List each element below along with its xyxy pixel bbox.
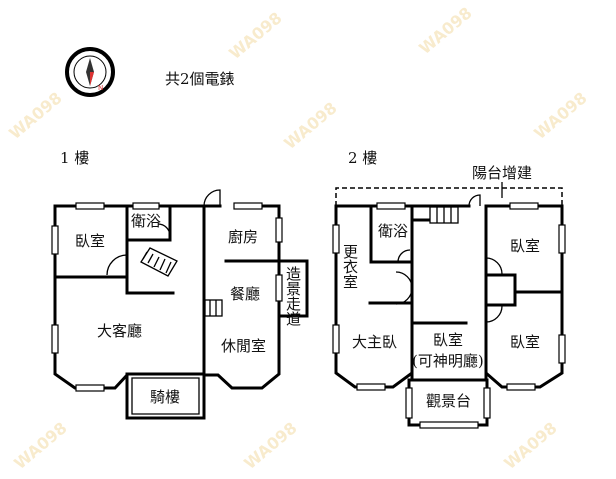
room-kitchen: 廚房: [228, 228, 258, 246]
room-master: 大主臥: [352, 333, 397, 351]
meter-count-title: 共2個電錶: [165, 70, 235, 88]
room-arcade: 騎樓: [150, 388, 180, 406]
floor1-label: 1 樓: [60, 149, 89, 167]
room-closet: 更衣室: [341, 244, 359, 289]
svg-text:WA098: WA098: [225, 8, 285, 63]
room-corridor: 造景走道: [284, 266, 302, 326]
compass-icon: N: [65, 47, 115, 97]
floor2-plan: [332, 182, 566, 429]
svg-text:WA098: WA098: [10, 418, 70, 473]
room-shrine-bedroom: 臥室: [433, 331, 463, 349]
room-bath-2f: 衛浴: [378, 222, 408, 240]
svg-text:WA098: WA098: [5, 88, 65, 143]
room-leisure: 休閒室: [221, 337, 266, 355]
room-bedroom-se: 臥室: [510, 333, 540, 351]
svg-text:WA098: WA098: [530, 88, 590, 143]
room-bath: 衛浴: [131, 212, 161, 230]
room-bedroom-ne: 臥室: [510, 237, 540, 255]
svg-text:WA098: WA098: [500, 418, 560, 473]
room-dining: 餐廳: [230, 285, 260, 303]
svg-text:N: N: [98, 84, 103, 92]
svg-text:WA098: WA098: [280, 98, 340, 153]
svg-text:WA098: WA098: [240, 418, 300, 473]
room-bedroom: 臥室: [75, 232, 105, 250]
room-shrine-note: (可神明廳): [412, 352, 484, 370]
balcony-note: 陽台增建: [472, 164, 532, 182]
svg-text:WA098: WA098: [415, 3, 475, 58]
floor1-plan: [51, 189, 309, 420]
room-living: 大客廳: [97, 322, 142, 340]
room-viewdeck: 觀景台: [426, 392, 471, 410]
floor2-label: 2 樓: [348, 149, 377, 167]
